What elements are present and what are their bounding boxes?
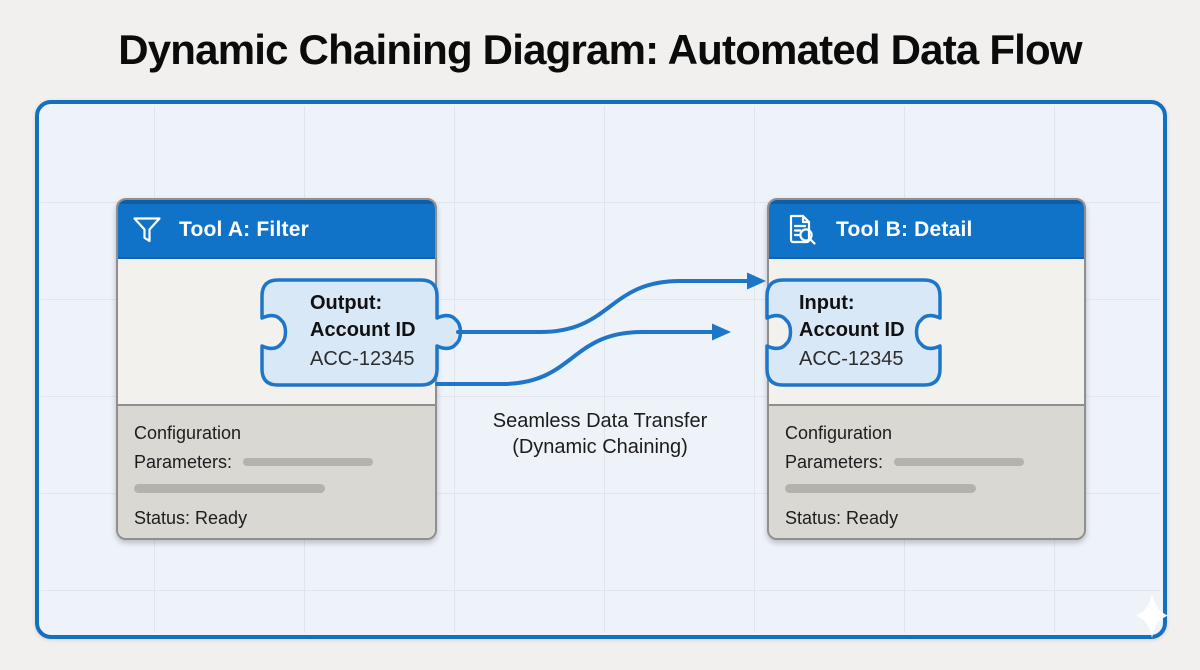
- config-params-label: Parameters:: [134, 452, 233, 472]
- tool-a-header: Tool A: Filter: [118, 200, 435, 259]
- output-field-label: Account ID: [310, 319, 416, 341]
- flow-caption: Seamless Data Transfer (Dynamic Chaining…: [493, 408, 708, 460]
- document-search-icon: [783, 212, 819, 248]
- config-params-label: Parameters:: [785, 452, 884, 472]
- tool-b-header: Tool B: Detail: [769, 200, 1084, 259]
- parameter-bar: [134, 484, 325, 493]
- flow-caption-line1: Seamless Data Transfer: [492, 410, 708, 432]
- input-connector-label: Input: Account ID ACC-12345: [799, 290, 905, 373]
- parameter-bar: [894, 458, 1025, 467]
- tool-a-title: Tool A: Filter: [179, 217, 309, 241]
- parameter-bar: [785, 484, 976, 493]
- status-text: Status: Ready: [134, 508, 248, 528]
- output-connector-label: Output: Account ID ACC-12345: [310, 290, 416, 373]
- config-title: Configuration: [785, 423, 893, 443]
- output-kind-label: Output:: [310, 292, 383, 314]
- tool-a-config: Configuration Parameters: Status: Ready: [118, 404, 435, 538]
- output-value: ACC-12345: [310, 348, 415, 370]
- tool-b-title: Tool B: Detail: [836, 217, 973, 241]
- flow-caption-line2: (Dynamic Chaining): [512, 436, 688, 458]
- page-title: Dynamic Chaining Diagram: Automated Data…: [118, 26, 1082, 73]
- parameter-bar: [243, 458, 374, 467]
- status-text: Status: Ready: [785, 508, 899, 528]
- input-field-label: Account ID: [799, 319, 905, 341]
- config-title: Configuration: [134, 423, 242, 443]
- input-value: ACC-12345: [799, 348, 904, 370]
- input-kind-label: Input:: [799, 292, 855, 314]
- tool-b-config: Configuration Parameters: Status: Ready: [769, 404, 1084, 538]
- filter-icon: [132, 216, 162, 244]
